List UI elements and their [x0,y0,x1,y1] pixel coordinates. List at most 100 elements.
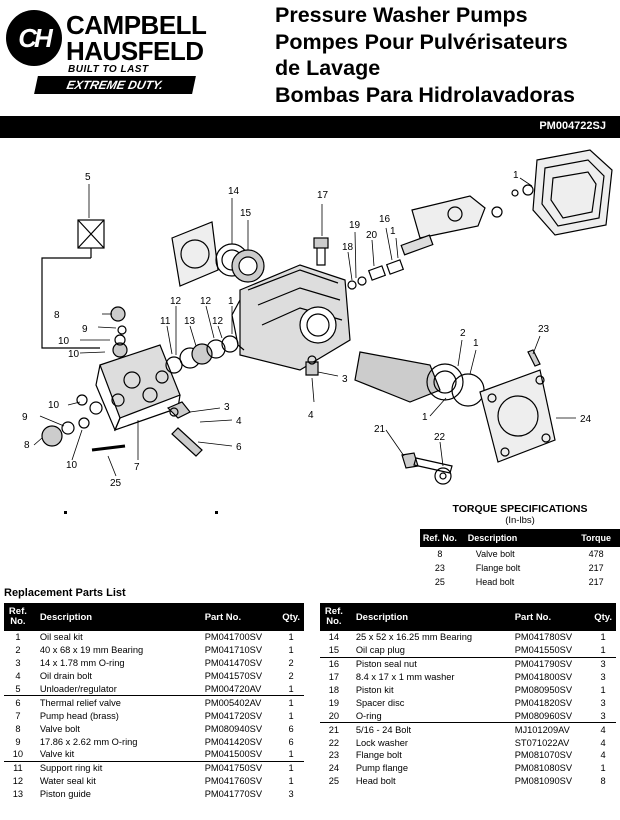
torque-value: 478 [588,549,604,559]
part-qty: 1 [288,645,294,656]
part-description: 17.86 x 2.62 mm O-ring [39,736,138,747]
header-part-no: Part No. [514,611,552,623]
logo-name-line1: CAMPBELL [66,10,207,40]
callout-label: 17 [317,190,329,201]
callout-label: 3 [224,402,230,413]
part-qty: 8 [600,776,606,787]
part-number: PM041420SV [204,736,263,747]
header-description: Description [39,611,93,623]
part-ref: 20 [328,710,340,721]
title-french-1: Pompes Pour Pulvérisateurs [275,29,568,54]
callout-label: 12 [200,296,212,307]
part-qty: 4 [600,737,606,748]
part-ref: 19 [328,697,340,708]
callout-label: 11 [160,316,171,327]
part-ref: 2 [15,645,21,656]
header-qty: Qty. [282,611,300,623]
part-description: 14 x 1.78 mm O-ring [39,658,125,669]
callout-label: 7 [134,462,140,473]
part-number: ST071022AV [514,737,570,748]
title-french-2: de Lavage [275,56,381,80]
part-number: PM041720SV [204,710,263,721]
brand-logo: CH CAMPBELL HAUSFELD BUILT TO LAST EXTRE… [6,6,261,114]
logo-tagline: BUILT TO LAST [68,64,149,75]
part-description: Oil cap plug [355,645,405,656]
part-number: PM080950SV [514,685,573,695]
part-ref: 23 [328,750,340,761]
valve-bolts-part [41,394,203,457]
part-number: PM081070SV [514,750,573,761]
torque-value: 217 [588,563,604,573]
callout-label: 1 [390,226,396,237]
extreme-duty-badge: EXTREME DUTY. [34,76,196,94]
callout-label: 9 [82,324,88,335]
part-description: Pump head (brass) [39,710,119,721]
parts-header-row: Ref. No. Description Part No. Qty. [4,603,304,631]
torque-header-torque: Torque [581,533,612,543]
parts-row: 23 Flange bolt PM081070SV 4 [320,749,616,762]
part-number: PM041470SV [204,658,263,669]
pump-flange-part [479,349,556,463]
callout-label: 4 [236,416,242,427]
logo-badge: CH [6,10,62,66]
callout-label: 5 [85,172,91,183]
callout-label: 23 [538,324,550,335]
callout-label: 1 [473,338,479,349]
callout-label: 19 [349,220,361,231]
torque-header-row: Ref. No. Description Torque [420,529,620,547]
part-qty: 1 [288,710,294,721]
part-description: Piston seal nut [355,659,417,670]
torque-desc: Flange bolt [475,563,521,573]
part-qty: 1 [288,763,294,774]
piston-assembly-part [347,195,503,290]
part-ref: 7 [15,710,21,721]
part-qty: 3 [288,789,294,800]
title-english: Pressure Washer Pumps [275,3,528,27]
part-number: PM041780SV [514,632,573,643]
part-qty: 4 [600,750,606,761]
part-number: PM041760SV [204,776,263,787]
crankshaft-part [354,351,485,407]
part-number: MJ101209AV [514,724,570,735]
exploded-pump-diagram: 1 14 15 17 19 16 18 20 1 5 8 9 10 10 12 … [22,149,613,489]
part-ref: 18 [328,685,340,695]
part-description: Valve kit [39,749,75,760]
part-qty: 3 [600,697,606,708]
part-qty: 1 [600,685,606,695]
callout-label: 12 [170,296,182,307]
part-number: PM041700SV [204,632,263,643]
callout-label: 1 [513,170,519,181]
title-spanish: Bombas Para Hidrolavadoras [275,82,575,107]
part-description: Flange bolt [355,750,402,761]
part-ref: 15 [328,645,340,656]
callout-label: 25 [110,478,122,489]
part-qty: 6 [288,736,294,747]
part-description: Support ring kit [39,763,103,774]
part-ref: 11 [13,763,23,774]
logo-name-line2: HAUSFELD [66,36,204,66]
dot-mark [215,511,218,514]
callout-label: 2 [460,328,466,339]
part-ref: 5 [15,684,21,694]
unloader-part [41,219,105,349]
document-code: PM004722SJ [539,120,606,132]
callout-label: 10 [48,400,60,411]
header-bar: PM004722SJ [0,116,620,138]
callout-label: 9 [22,412,28,423]
part-qty: 1 [288,632,294,643]
callout-label: 14 [228,186,240,197]
callout-label: 20 [366,230,378,241]
leader-lines [33,177,576,477]
header-description: Description [355,611,409,623]
torque-row: 25 Head bolt 217 [420,575,620,589]
